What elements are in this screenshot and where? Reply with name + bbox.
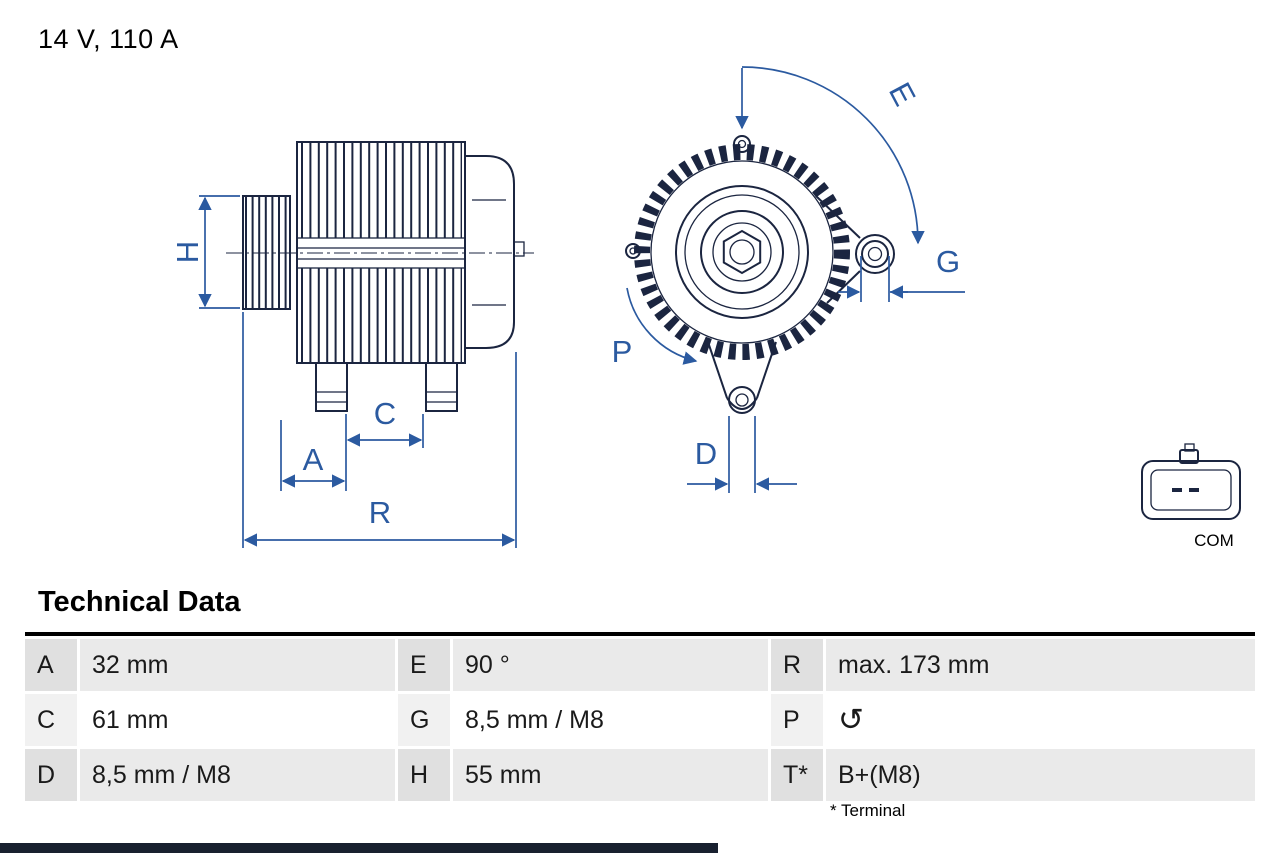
technical-data-table: A 32 mm E 90 ° R max. 173 mm C 61 mm G 8… (25, 632, 1255, 801)
dimension-label-r: R (369, 495, 391, 530)
spec-key: H (398, 749, 450, 801)
spec-value: 61 mm (80, 694, 395, 746)
dimension-label-a: A (303, 442, 324, 477)
spec-key: R (771, 639, 823, 691)
terminal-footnote: * Terminal (830, 801, 906, 820)
spec-key: T* (771, 749, 823, 801)
dimension-label-c: C (374, 396, 396, 431)
spec-key: A (25, 639, 77, 691)
spec-title: 14 V, 110 A (38, 24, 179, 54)
spec-key: D (25, 749, 77, 801)
dimension-label-p: P (612, 334, 633, 369)
spec-key: C (25, 694, 77, 746)
spec-key: P (771, 694, 823, 746)
spec-value: B+(M8) (826, 749, 1255, 801)
spec-value: 8,5 mm / M8 (453, 694, 768, 746)
alternator-front-view: E G P D (612, 66, 965, 493)
dimension-label-g: G (936, 244, 960, 279)
spec-key: G (398, 694, 450, 746)
spec-value: 8,5 mm / M8 (80, 749, 395, 801)
dimension-label-d: D (695, 436, 717, 471)
dimension-label-h: H (170, 241, 205, 263)
spec-value: 90 ° (453, 639, 768, 691)
spec-value: 55 mm (453, 749, 768, 801)
rotation-direction-icon: ↺ (826, 694, 1255, 746)
spec-key: E (398, 639, 450, 691)
bottom-bar (0, 843, 718, 853)
spec-value: max. 173 mm (826, 639, 1255, 691)
connector-label: COM (1194, 531, 1234, 550)
spec-value: 32 mm (80, 639, 395, 691)
dimension-label-e: E (882, 77, 923, 112)
com-connector-icon: COM (1141, 443, 1241, 550)
alternator-side-view: H A C R (170, 141, 534, 548)
technical-data-heading: Technical Data (38, 586, 241, 618)
technical-drawing: H A C R (170, 66, 1241, 550)
